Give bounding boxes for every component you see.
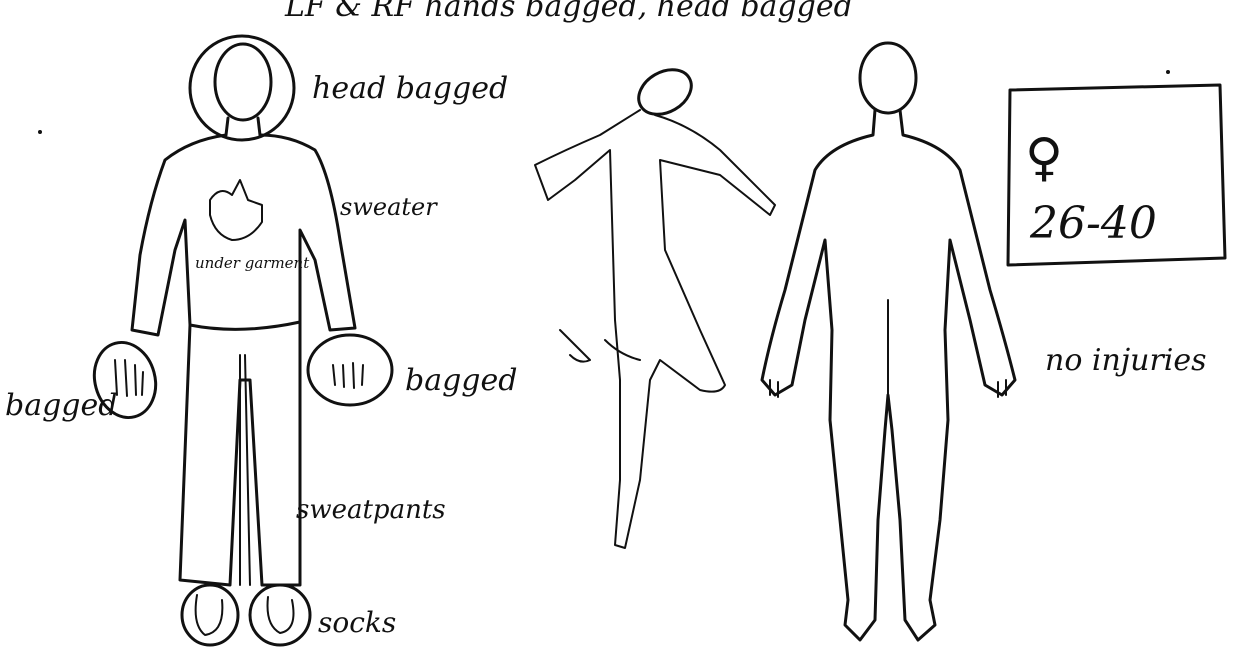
label-no-injuries: no injuries [1045,343,1207,378]
head-outline [215,44,271,120]
label-socks: socks [318,606,396,639]
stray-dot [38,130,42,134]
header-note: LF & RF hands bagged, head bagged [284,0,853,24]
left-foot-bag [182,585,238,645]
back-figure [762,43,1015,640]
info-box: ♀ 26-40 [1008,85,1225,265]
side-head-outline [631,61,699,124]
label-sweatpants: sweatpants [296,495,446,525]
front-figure [86,36,392,645]
back-head-outline [860,43,916,113]
head-bag-outline [190,36,294,140]
right-hand-fingers [333,363,363,388]
right-foot-bag [250,585,310,645]
side-sketch [535,61,775,548]
label-head-bagged: head bagged [312,71,508,106]
label-right-hand-bagged: bagged [405,363,517,398]
side-body-outline [535,110,775,548]
sex-symbol: ♀ [1025,128,1063,188]
label-undergarment: under garment [195,254,310,272]
right-hand-bag [308,335,392,405]
stray-dot [1166,70,1170,74]
sweatpants-seam [240,355,250,585]
label-left-hand-bagged: bagged [5,388,117,423]
side-hand-sketch [560,330,640,362]
feet-outline [196,595,294,635]
age-range: 26-40 [1029,198,1157,249]
left-hand-fingers [115,360,143,396]
label-sweater: sweater [340,193,438,221]
sweater-outline [132,135,355,335]
undergarment-outline [210,180,262,240]
